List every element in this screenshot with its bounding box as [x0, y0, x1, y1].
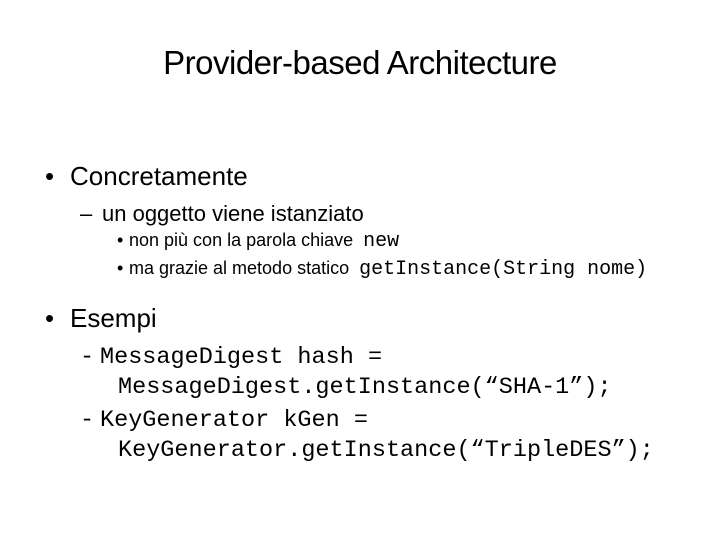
code-line-messagedigest-decl: MessageDigest hash = — [100, 344, 383, 371]
bullet-icon: • — [117, 230, 124, 250]
bullet-icon: • — [45, 161, 55, 191]
dash-icon: – — [80, 201, 93, 226]
sub-point-line: non più con la parola chiave new — [129, 231, 399, 252]
code-line-keygenerator-call: KeyGenerator.getInstance(“TripleDES”); — [118, 437, 654, 464]
bullet-icon: • — [117, 258, 124, 278]
bullet-icon: • — [45, 303, 55, 333]
sub-point-text: non più con la parola chiave — [129, 230, 354, 250]
sub-point-text: ma grazie al metodo statico — [129, 258, 350, 278]
sub-bullet-label-oggetto: un oggetto viene istanziato — [102, 201, 364, 226]
sub-point-line: ma grazie al metodo statico getInstance(S… — [129, 259, 647, 280]
code-line-messagedigest-call: MessageDigest.getInstance(“SHA-1”); — [118, 374, 612, 401]
slide-title: Provider-based Architecture — [163, 44, 557, 81]
code-snippet-new: new — [363, 230, 400, 253]
code-snippet-getinstance: getInstance(String nome) — [359, 258, 648, 281]
code-line-keygenerator-decl: KeyGenerator kGen = — [100, 407, 368, 434]
bullet-label-concretamente: Concretamente — [70, 161, 248, 191]
bullet-label-esempi: Esempi — [70, 303, 157, 333]
dash-icon: - — [80, 344, 95, 371]
dash-icon: - — [80, 407, 95, 434]
